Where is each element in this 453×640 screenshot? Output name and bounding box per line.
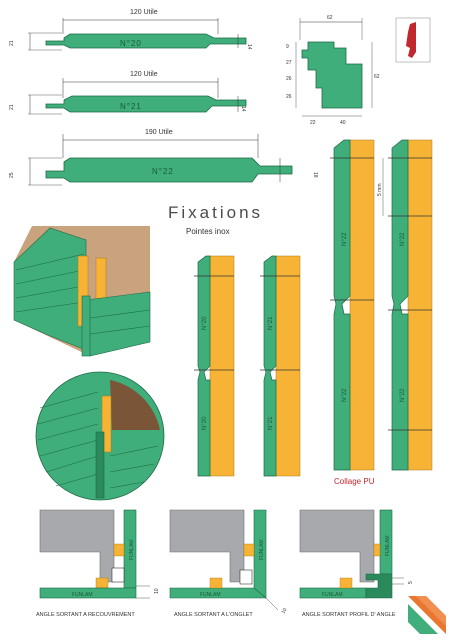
profile-n21: 120 Utile N°21 21 14	[9, 71, 247, 115]
corner-detail-recouvrement: FUNLAM FUNLAM 10 ANGLE SORTANT A RECOUVR…	[36, 509, 160, 618]
corner1-caption: ANGLE SORTANT A RECOUVREMENT	[36, 612, 135, 618]
corner-detail-profil: FUNLAM FUNLAM 5 ANGLE SORTANT PROFIL D' …	[299, 509, 414, 618]
profile-n22-height: 25	[9, 172, 15, 178]
fix-c2-label-1: N°21	[268, 316, 274, 330]
fixations-subtitle: Pointes inox	[186, 227, 230, 236]
corner1-dim: 10	[154, 588, 160, 594]
profile-n22-width: 190 Utile	[145, 129, 173, 136]
corner1-funlam-h: FUNLAM	[72, 592, 93, 598]
fix-c1-label-1: N°20	[202, 316, 208, 330]
corner-profile-icon	[395, 17, 431, 63]
corner1-funlam-v: FUNLAM	[129, 539, 135, 560]
profile-n21-label: N°21	[120, 102, 142, 111]
iso-view-round	[35, 371, 165, 501]
profile-n21-thickness: 14	[240, 106, 246, 112]
profile-n20: 120 Utile N°20 21 14	[9, 9, 252, 51]
corner3-funlam-v: FUNLAM	[385, 535, 391, 556]
fix-c3-label-2: N°22	[342, 388, 348, 402]
corner-detail-onglet: FUNLAM FUNLAM 10 ANGLE SORTANT A L'ONGLE…	[169, 509, 289, 618]
profile-n22-label: N°22	[152, 167, 174, 176]
fix-column-n21: N°21 N°21	[260, 255, 301, 477]
section-dim-left-d: 26	[286, 94, 292, 100]
corner3-funlam-h: FUNLAM	[322, 592, 343, 598]
fix-c2-label-2: N°21	[268, 416, 274, 430]
section-dim-bottom-a: 22	[310, 120, 316, 126]
fix-c4-label-2: N°22	[400, 388, 406, 402]
fix-column-n22-a: N°22 N°22	[330, 139, 375, 471]
corner2-caption: ANGLE SORTANT A L'ONGLET	[174, 612, 253, 618]
fix-c1-label-2: N°20	[202, 416, 208, 430]
profile-n22: 190 Utile N°22 25 18	[9, 129, 318, 186]
section-dim-left-a: 9	[286, 44, 289, 50]
corner2-dim: 10	[281, 607, 289, 615]
corner3-dim: 5	[408, 581, 414, 584]
profile-n22-thickness: 18	[312, 172, 318, 178]
fix-column-n20: N°20 N°20	[194, 255, 235, 477]
section-dim-left-c: 26	[286, 76, 292, 82]
profile-n21-width: 120 Utile	[130, 71, 158, 78]
iso-view-square	[13, 226, 151, 357]
profile-n21-height: 21	[9, 104, 15, 110]
fix-gap-label: 5 mm	[377, 184, 383, 197]
section-dim-top: 62	[327, 15, 333, 21]
glue-label: Collage PU	[334, 477, 375, 486]
brand-logo	[408, 596, 446, 634]
fix-column-n22-b: 5 mm N°22 N°22	[377, 139, 433, 471]
section-dim-left-b: 27	[286, 60, 292, 66]
section-dim-bottom-b: 40	[340, 120, 346, 126]
fixations-title: Fixations	[168, 203, 263, 222]
corner2-funlam-h: FUNLAM	[200, 592, 221, 598]
profile-n20-thickness: 14	[246, 44, 252, 50]
corner2-funlam-v: FUNLAM	[259, 539, 265, 560]
profile-n20-height: 21	[9, 40, 15, 46]
profile-n20-width: 120 Utile	[130, 9, 158, 16]
fix-c3-label-1: N°22	[342, 232, 348, 246]
section-dim-right: 62	[374, 74, 380, 80]
fix-c4-label-1: N°22	[400, 232, 406, 246]
corner-section-profile: 62 9 27 26 26 62 22 40	[286, 15, 380, 126]
profile-n20-label: N°20	[120, 39, 142, 48]
corner3-caption: ANGLE SORTANT PROFIL D' ANGLE	[302, 612, 396, 618]
